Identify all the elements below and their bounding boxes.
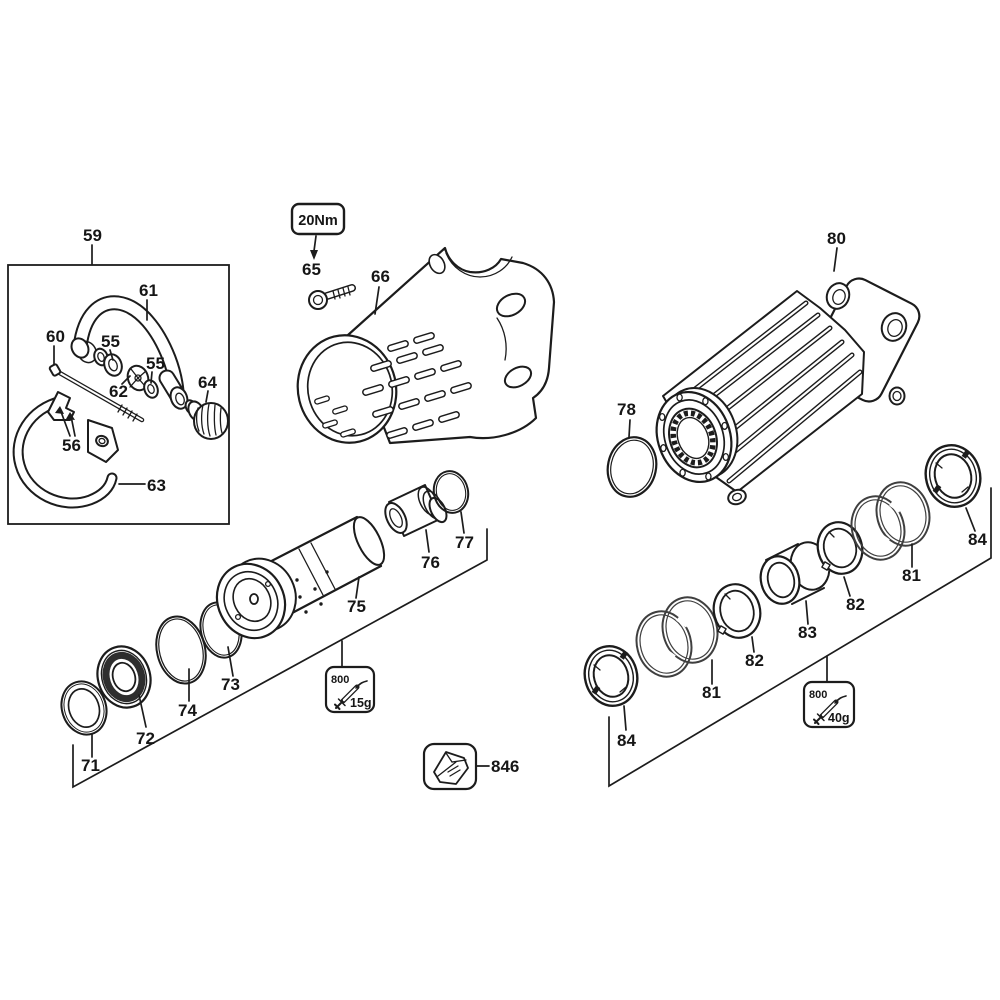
torque-note: 20Nm xyxy=(290,202,346,260)
part-label-75: 75 xyxy=(347,597,366,616)
part-label-71: 71 xyxy=(81,756,100,775)
part-label-61: 61 xyxy=(139,281,158,300)
slotted-sleeve-66 xyxy=(296,246,556,445)
part-label-55a: 55 xyxy=(101,332,120,351)
part-label-62: 62 xyxy=(109,382,128,401)
seal-72 xyxy=(96,645,152,709)
grease-amount: 15g xyxy=(350,696,372,710)
lock-ring-84-right xyxy=(924,444,982,508)
clamp-band xyxy=(12,391,119,509)
part-label-78: 78 xyxy=(617,400,636,419)
part-label-74: 74 xyxy=(178,701,197,720)
assembly-axis-left xyxy=(72,528,488,789)
piston-rings-81-left xyxy=(635,596,719,678)
part-label-73: 73 xyxy=(221,675,240,694)
arrow-down-icon xyxy=(310,250,318,260)
grease-note-15g: 800 15g xyxy=(324,665,376,714)
part-label-84-left: 84 xyxy=(617,731,636,750)
part-label-81-right: 81 xyxy=(902,566,921,585)
part-label-60: 60 xyxy=(46,327,65,346)
vent-slots xyxy=(362,332,472,439)
o-ring-78 xyxy=(606,436,658,498)
seal-ring-82-right xyxy=(816,521,864,575)
part-label-64: 64 xyxy=(198,373,217,392)
handle-bolt xyxy=(48,363,145,423)
packet-note-846 xyxy=(422,742,490,791)
part-label-82-right: 82 xyxy=(846,595,865,614)
clamp-knob xyxy=(184,399,229,440)
part-label-59: 59 xyxy=(83,226,102,245)
part-label-56: 56 xyxy=(62,436,81,455)
sleeve-76 xyxy=(384,484,448,537)
striker-75 xyxy=(215,515,386,640)
lock-ring-84-left xyxy=(583,645,639,707)
part-label-80: 80 xyxy=(827,229,846,248)
part-label-77: 77 xyxy=(455,533,474,552)
piston-rings-81-right xyxy=(850,481,931,561)
part-label-846: 846 xyxy=(491,757,519,776)
grease-note-40g: 800 40g xyxy=(802,680,856,729)
vent-slots-inner xyxy=(314,395,356,438)
grease-code: 800 xyxy=(809,689,827,701)
part-label-72: 72 xyxy=(136,729,155,748)
part-label-84-right: 84 xyxy=(968,530,987,549)
collar-bolt-holes xyxy=(658,393,730,481)
part-label-66: 66 xyxy=(371,267,390,286)
o-ring-77 xyxy=(432,470,470,514)
screw-65 xyxy=(308,284,356,310)
inset-group-59: 61 60 55 55 62 64 56 63 xyxy=(7,264,230,525)
washer-stack xyxy=(93,347,159,399)
part-label-82-left: 82 xyxy=(745,651,764,670)
bushing-83 xyxy=(759,541,831,605)
finned-cylinder-80 xyxy=(655,277,921,506)
grease-code: 800 xyxy=(331,674,349,686)
side-handle xyxy=(70,295,189,410)
part-label-65: 65 xyxy=(302,260,321,279)
clamp-lever xyxy=(47,391,75,421)
grease-amount: 40g xyxy=(828,711,850,725)
seal-ring-82-left xyxy=(712,583,762,639)
part-label-76: 76 xyxy=(421,553,440,572)
assembly-axis-right xyxy=(608,487,992,788)
part-label-81-left: 81 xyxy=(702,683,721,702)
grease-packet-icon xyxy=(433,751,469,785)
part-label-63: 63 xyxy=(147,476,166,495)
torque-value: 20Nm xyxy=(298,213,338,229)
part-label-83: 83 xyxy=(798,623,817,642)
ring-71 xyxy=(60,680,108,736)
part-label-55b: 55 xyxy=(146,354,165,373)
